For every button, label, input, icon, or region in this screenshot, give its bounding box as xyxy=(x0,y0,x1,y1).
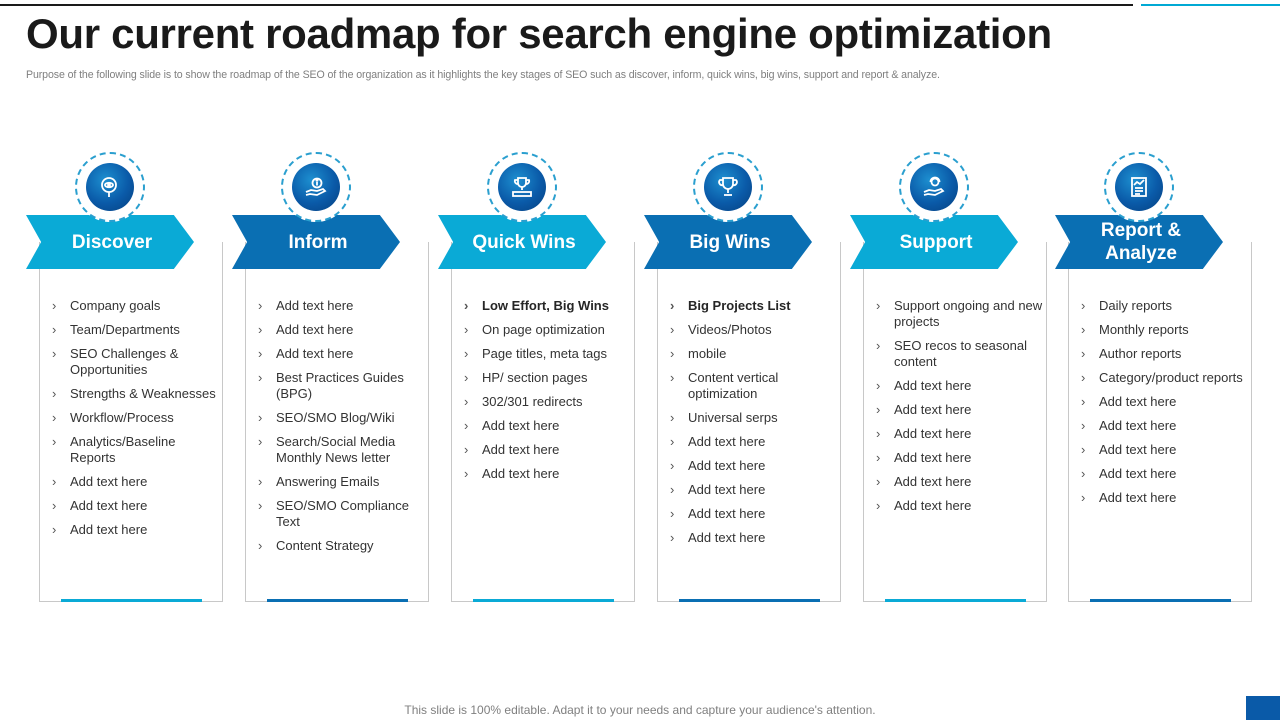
stage-arrow[interactable]: Big Wins xyxy=(644,215,812,269)
stage-label: Quick Wins xyxy=(472,231,576,253)
list-item: 302/301 redirects xyxy=(462,394,632,410)
list-item: Add text here xyxy=(874,402,1044,418)
stage-label: Inform xyxy=(288,231,348,253)
stage-item-list: Daily reports Monthly reports Author rep… xyxy=(1079,298,1249,514)
top-accent-line xyxy=(1141,4,1280,6)
list-item: Add text here xyxy=(668,458,838,474)
list-item: Support ongoing and new projects xyxy=(874,298,1044,330)
list-item: Add text here xyxy=(462,418,632,434)
stage-arrow[interactable]: Quick Wins xyxy=(438,215,606,269)
card-bottom-bar xyxy=(679,599,820,602)
list-item: Add text here xyxy=(874,498,1044,514)
corner-accent-block xyxy=(1246,696,1280,720)
list-item: Content Strategy xyxy=(256,538,426,554)
list-item: Add text here xyxy=(874,426,1044,442)
list-item: Videos/Photos xyxy=(668,322,838,338)
stage-item-list: Low Effort, Big Wins On page optimizatio… xyxy=(462,298,632,490)
list-item: Add text here xyxy=(50,522,220,538)
list-item: Add text here xyxy=(462,466,632,482)
list-item: Add text here xyxy=(1079,442,1249,458)
list-item: SEO/SMO Blog/Wiki xyxy=(256,410,426,426)
stage-arrow[interactable]: Report & Analyze xyxy=(1055,215,1223,269)
stage-discover: Discover Company goals Team/Departments … xyxy=(26,150,246,610)
list-item: Add text here xyxy=(1079,490,1249,506)
list-item: Add text here xyxy=(874,450,1044,466)
stage-arrow[interactable]: Support xyxy=(850,215,1018,269)
list-item: Universal serps xyxy=(668,410,838,426)
stage-label: Big Wins xyxy=(689,231,771,253)
stage-inform: Inform Add text here Add text here Add t… xyxy=(232,150,452,610)
stage-big-wins: Big Wins Big Projects List Videos/Photos… xyxy=(644,150,864,610)
list-item: Analytics/Baseline Reports xyxy=(50,434,220,466)
top-divider-line xyxy=(0,4,1133,6)
list-item: Add text here xyxy=(50,498,220,514)
list-item: Category/product reports xyxy=(1079,370,1249,386)
list-item: Monthly reports xyxy=(1079,322,1249,338)
list-item: Add text here xyxy=(1079,418,1249,434)
list-item: Search/Social Media Monthly News letter xyxy=(256,434,426,466)
trophy-podium-icon xyxy=(498,163,546,211)
card-bottom-bar xyxy=(473,599,614,602)
list-item: Company goals xyxy=(50,298,220,314)
list-item: Add text here xyxy=(668,482,838,498)
stage-label: Report & Analyze xyxy=(1100,220,1182,264)
list-item: Low Effort, Big Wins xyxy=(462,298,632,314)
list-item: Big Projects List xyxy=(668,298,838,314)
list-item: Add text here xyxy=(1079,394,1249,410)
page-title: Our current roadmap for search engine op… xyxy=(26,10,1052,57)
stage-label: Discover xyxy=(71,231,153,253)
list-item: Add text here xyxy=(1079,466,1249,482)
list-item: Strengths & Weaknesses xyxy=(50,386,220,402)
list-item: Add text here xyxy=(256,298,426,314)
card-bottom-bar xyxy=(885,599,1026,602)
list-item: Author reports xyxy=(1079,346,1249,362)
stage-label: Support xyxy=(899,231,973,253)
list-item: Content vertical optimization xyxy=(668,370,838,402)
report-document-icon xyxy=(1115,163,1163,211)
list-item: Add text here xyxy=(256,322,426,338)
list-item: Add text here xyxy=(668,530,838,546)
card-bottom-bar xyxy=(61,599,202,602)
list-item: Page titles, meta tags xyxy=(462,346,632,362)
page-subtitle: Purpose of the following slide is to sho… xyxy=(26,69,940,81)
list-item: Workflow/Process xyxy=(50,410,220,426)
list-item: mobile xyxy=(668,346,838,362)
stage-support: Support Support ongoing and new projects… xyxy=(850,150,1070,610)
magnifier-eye-icon xyxy=(86,163,134,211)
list-item: On page optimization xyxy=(462,322,632,338)
hand-info-icon xyxy=(292,163,340,211)
list-item: HP/ section pages xyxy=(462,370,632,386)
stage-item-list: Support ongoing and new projects SEO rec… xyxy=(874,298,1044,522)
stage-item-list: Company goals Team/Departments SEO Chall… xyxy=(50,298,220,546)
stage-report-analyze: Report & Analyze Daily reports Monthly r… xyxy=(1055,150,1275,610)
list-item: Add text here xyxy=(874,378,1044,394)
list-item: Add text here xyxy=(256,346,426,362)
list-item: Team/Departments xyxy=(50,322,220,338)
list-item: Add text here xyxy=(50,474,220,490)
stage-arrow[interactable]: Discover xyxy=(26,215,194,269)
list-item: SEO Challenges & Opportunities xyxy=(50,346,220,378)
stage-arrow[interactable]: Inform xyxy=(232,215,400,269)
list-item: Add text here xyxy=(874,474,1044,490)
trophy-icon xyxy=(704,163,752,211)
hand-support-icon xyxy=(910,163,958,211)
stage-item-list: Big Projects List Videos/Photos mobile C… xyxy=(668,298,838,554)
stage-quick-wins: Quick Wins Low Effort, Big Wins On page … xyxy=(438,150,658,610)
footer-note: This slide is 100% editable. Adapt it to… xyxy=(404,703,876,717)
list-item: Best Practices Guides (BPG) xyxy=(256,370,426,402)
list-item: Add text here xyxy=(668,434,838,450)
card-bottom-bar xyxy=(267,599,408,602)
stage-item-list: Add text here Add text here Add text her… xyxy=(256,298,426,562)
list-item: SEO/SMO Compliance Text xyxy=(256,498,426,530)
list-item: Add text here xyxy=(462,442,632,458)
list-item: Daily reports xyxy=(1079,298,1249,314)
card-bottom-bar xyxy=(1090,599,1231,602)
list-item: SEO recos to seasonal content xyxy=(874,338,1044,370)
list-item: Answering Emails xyxy=(256,474,426,490)
list-item: Add text here xyxy=(668,506,838,522)
